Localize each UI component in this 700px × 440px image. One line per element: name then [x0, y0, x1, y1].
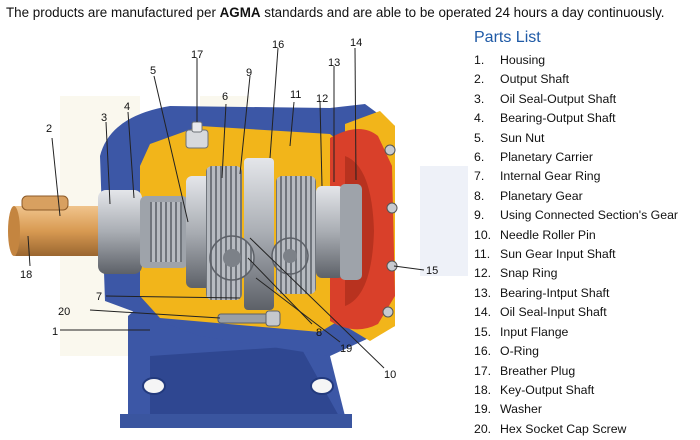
list-item: 11. Sun Gear Input Shaft — [474, 245, 698, 264]
headline-suffix: standards and are able to be operated 24… — [260, 5, 665, 20]
list-item: 17. Breather Plug — [474, 362, 698, 381]
list-item: 2. Output Shaft — [474, 70, 698, 89]
breather-plug — [185, 121, 209, 149]
callout-5: 5 — [150, 65, 156, 77]
part-number: 18. — [474, 382, 492, 397]
list-item: 12. Snap Ring — [474, 264, 698, 283]
part-name: Sun Gear Input Shaft — [500, 247, 616, 262]
callout-2: 2 — [46, 123, 52, 135]
part-number: 16. — [474, 344, 492, 359]
part-number: 19. — [474, 402, 492, 417]
gearbox-cutaway-illustration: 1 2 3 4 5 6 7 8 9 10 11 12 13 14 15 16 1… — [8, 37, 468, 428]
part-name: Breather Plug — [500, 363, 576, 378]
callout-12: 12 — [316, 93, 328, 105]
list-item: 14. Oil Seal-Input Shaft — [474, 303, 698, 322]
part-number: 6. — [474, 150, 485, 165]
part-number: 1. — [474, 53, 485, 67]
callout-10: 10 — [384, 369, 396, 381]
callout-8: 8 — [316, 327, 322, 339]
list-item: 9. Using Connected Section's Gear — [474, 206, 698, 225]
part-name: Oil Seal-Output Shaft — [500, 91, 617, 106]
headline-emphasis: AGMA — [219, 5, 261, 20]
part-name: Hex Socket Cap Screw — [500, 421, 627, 436]
callout-4: 4 — [124, 101, 130, 113]
part-number: 5. — [474, 130, 485, 145]
callout-17: 17 — [191, 49, 203, 61]
gear-train — [186, 158, 362, 310]
callout-20: 20 — [58, 306, 70, 318]
part-number: 10. — [474, 227, 492, 242]
callout-14: 14 — [350, 37, 362, 49]
part-name: O-Ring — [500, 344, 539, 359]
callout-1: 1 — [52, 326, 58, 338]
part-number: 15. — [474, 324, 492, 339]
list-item: 4. Bearing-Output Shaft — [474, 109, 698, 128]
part-number: 2. — [474, 72, 485, 87]
parts-list-panel: Parts List 1. Housing 2. Output Shaft 3. Oi… — [474, 28, 698, 438]
part-name: Output Shaft — [500, 72, 570, 87]
part-name: Planetary Carrier — [500, 150, 593, 165]
part-name: Bearing-Output Shaft — [500, 111, 616, 126]
parts-list-title: Parts List — [474, 29, 541, 46]
callout-13: 13 — [328, 57, 340, 69]
part-number: 14. — [474, 305, 492, 320]
list-item: 10. Needle Roller Pin — [474, 226, 698, 245]
part-name: Needle Roller Pin — [500, 227, 596, 242]
part-name: Washer — [500, 402, 542, 417]
part-name: Key-Output Shaft — [500, 382, 595, 397]
list-item: 20. Hex Socket Cap Screw — [474, 420, 698, 439]
callout-9: 9 — [246, 67, 252, 79]
part-name: Housing — [500, 53, 546, 67]
gearbox-cutaway-figure: 1 2 3 4 5 6 7 8 9 10 11 12 13 14 15 16 1… — [0, 26, 468, 440]
part-name: Planetary Gear — [500, 188, 583, 203]
callout-19: 19 — [340, 343, 352, 355]
callout-6: 6 — [222, 91, 228, 103]
part-name: Oil Seal-Input Shaft — [500, 305, 607, 320]
list-item: 8. Planetary Gear — [474, 187, 698, 206]
list-item: 16. O-Ring — [474, 342, 698, 361]
list-item: 6. Planetary Carrier — [474, 148, 698, 167]
part-number: 11. — [474, 247, 491, 262]
list-item: 15. Input Flange — [474, 323, 698, 342]
callout-3: 3 — [101, 112, 107, 124]
part-name: Using Connected Section's Gear — [500, 208, 679, 223]
part-name: Bearing-Intput Shaft — [500, 285, 610, 300]
callout-18: 18 — [20, 269, 32, 281]
part-name: Sun Nut — [500, 130, 545, 145]
hex-socket-screw — [217, 310, 281, 327]
headline: The products are manufactured per AGMA s… — [6, 4, 696, 22]
output-bearing — [98, 190, 188, 274]
callout-16: 16 — [272, 39, 284, 51]
part-name: Snap Ring — [500, 266, 558, 281]
list-item: 18. Key-Output Shaft — [474, 381, 698, 400]
part-number: 4. — [474, 111, 485, 126]
part-number: 13. — [474, 285, 492, 300]
part-number: 20. — [474, 421, 492, 436]
leader-lines — [27, 47, 425, 369]
list-item: 19. Washer — [474, 400, 698, 419]
list-item: 7. Internal Gear Ring — [474, 167, 698, 186]
part-name: Input Flange — [500, 324, 569, 339]
list-item: 1. Housing — [474, 51, 698, 70]
list-item: 13. Bearing-Intput Shaft — [474, 284, 698, 303]
part-name: Internal Gear Ring — [500, 169, 601, 184]
part-number: 17. — [474, 363, 492, 378]
parts-list: 1. Housing 2. Output Shaft 3. Oil Seal-Outp… — [474, 51, 698, 439]
callout-labels: 1 2 3 4 5 6 7 8 9 10 11 12 13 14 15 16 1… — [20, 37, 438, 381]
headline-prefix: The products are manufactured per — [6, 5, 220, 20]
part-number: 3. — [474, 91, 485, 106]
part-number: 7. — [474, 169, 485, 184]
callout-15: 15 — [426, 265, 438, 277]
part-number: 9. — [474, 208, 485, 223]
part-number: 8. — [474, 188, 485, 203]
list-item: 5. Sun Nut — [474, 129, 698, 148]
callout-7: 7 — [96, 291, 102, 303]
callout-11: 11 — [290, 89, 301, 101]
list-item: 3. Oil Seal-Output Shaft — [474, 90, 698, 109]
part-number: 12. — [474, 266, 492, 281]
